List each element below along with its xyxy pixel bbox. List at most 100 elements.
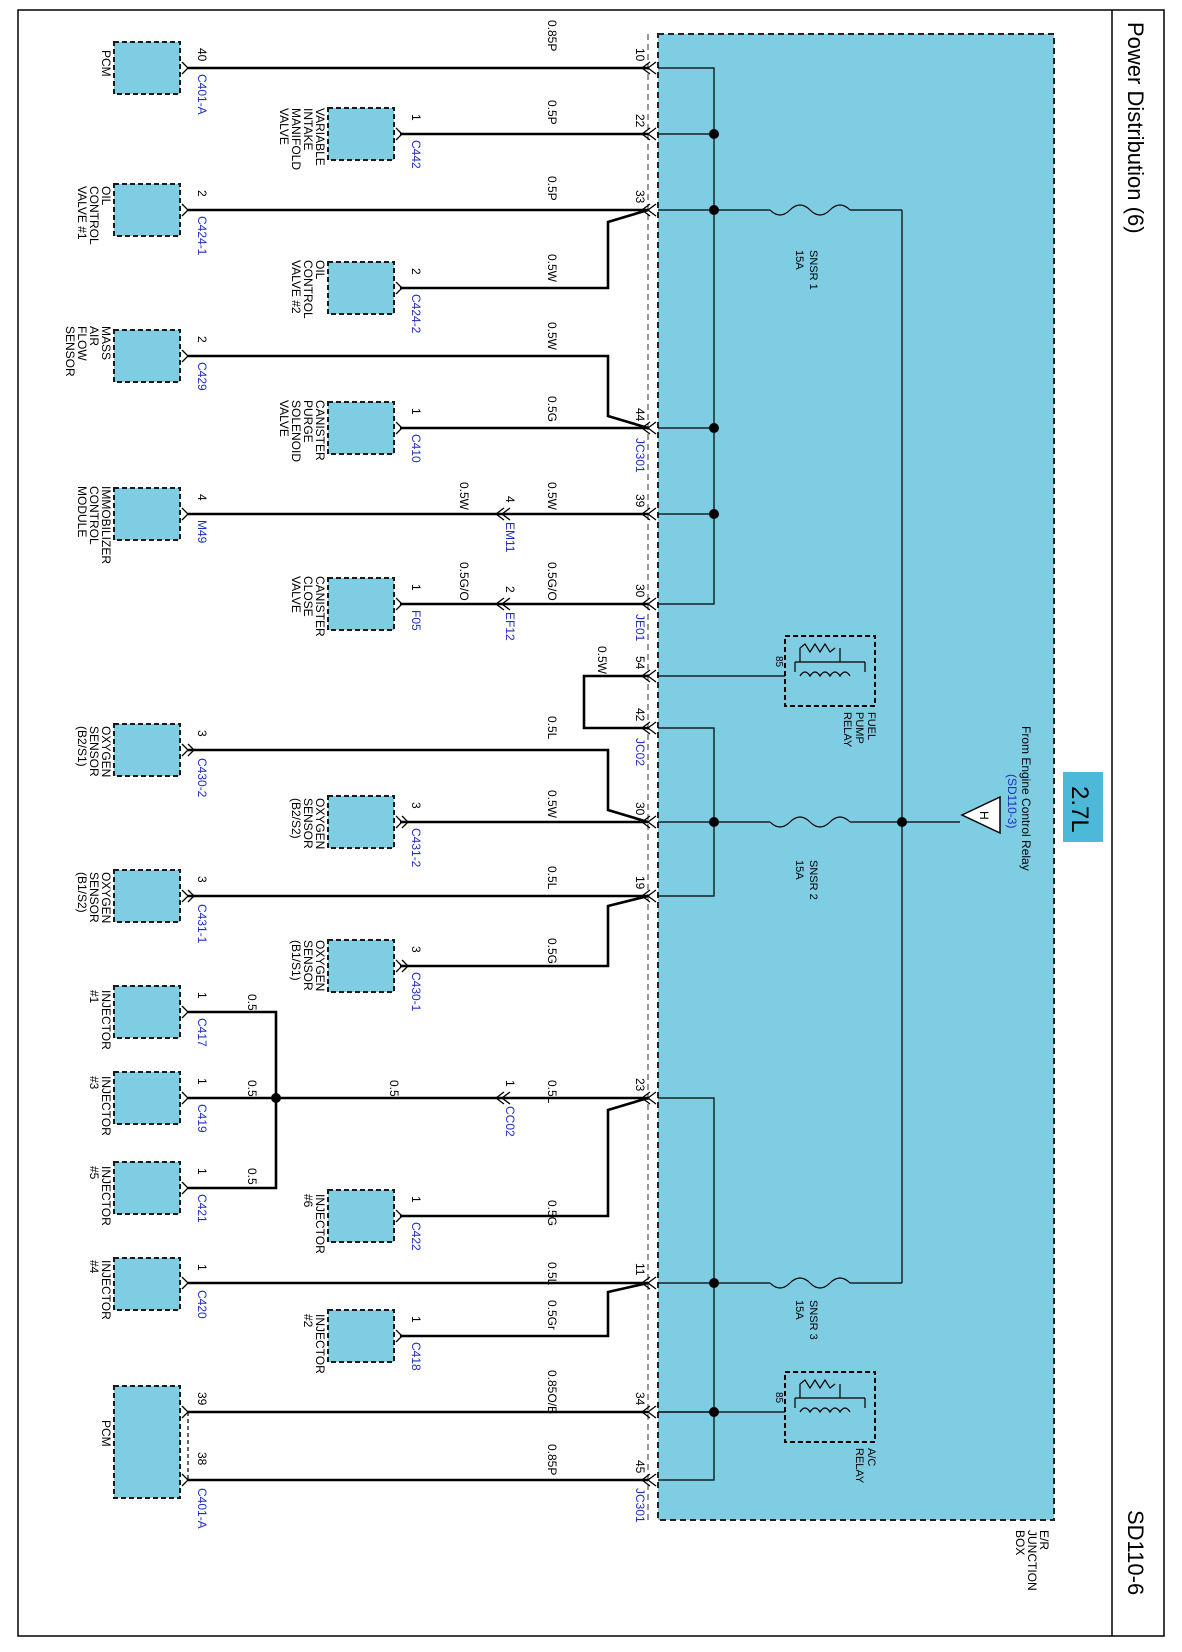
svg-text:0.5L: 0.5L bbox=[545, 716, 559, 740]
svg-text:10: 10 bbox=[633, 48, 647, 62]
svg-text:JC02: JC02 bbox=[633, 738, 647, 766]
svg-text:INJECTOR: INJECTOR bbox=[99, 1076, 113, 1136]
svg-text:#3: #3 bbox=[87, 1076, 101, 1090]
diagram-title: Power Distribution (6) bbox=[1123, 22, 1148, 234]
svg-text:F05: F05 bbox=[409, 610, 423, 631]
source-triangle-icon bbox=[960, 795, 1001, 835]
svg-text:#6: #6 bbox=[301, 1194, 315, 1208]
svg-text:SENSOR: SENSOR bbox=[87, 726, 101, 777]
svg-text:85: 85 bbox=[773, 1392, 784, 1404]
svg-text:19: 19 bbox=[633, 876, 647, 890]
inline-connector-cc02: 1 CC02 bbox=[494, 1080, 517, 1137]
svg-text:FUEL: FUEL bbox=[865, 712, 877, 740]
svg-text:INJECTOR: INJECTOR bbox=[99, 990, 113, 1050]
svg-text:1: 1 bbox=[503, 1080, 517, 1087]
svg-text:(B1/S2): (B1/S2) bbox=[75, 872, 89, 913]
svg-text:OXYGEN: OXYGEN bbox=[313, 798, 327, 849]
component-variable-intake-manifold-valve: VARIABLE INTAKE MANIFOLD VALVE 1 C442 bbox=[277, 107, 423, 170]
svg-text:30: 30 bbox=[633, 802, 647, 816]
svg-text:PUMP: PUMP bbox=[853, 712, 865, 744]
svg-text:SNSR 3: SNSR 3 bbox=[807, 1300, 819, 1340]
svg-text:11: 11 bbox=[633, 1263, 647, 1276]
svg-text:SNSR 2: SNSR 2 bbox=[807, 860, 819, 900]
svg-text:C417: C417 bbox=[195, 1018, 209, 1047]
svg-text:INTAKE: INTAKE bbox=[301, 108, 315, 150]
svg-text:0.5W: 0.5W bbox=[545, 254, 559, 283]
svg-text:VARIABLE: VARIABLE bbox=[313, 108, 327, 166]
svg-text:PCM: PCM bbox=[99, 1420, 113, 1447]
svg-text:39: 39 bbox=[633, 494, 647, 508]
svg-text:INJECTOR: INJECTOR bbox=[313, 1314, 327, 1374]
svg-text:INJECTOR: INJECTOR bbox=[99, 1260, 113, 1320]
svg-text:0.85P: 0.85P bbox=[545, 20, 559, 51]
component-pcm-bottom: PCM 39 38 C401-A bbox=[99, 1385, 209, 1529]
svg-text:C422: C422 bbox=[409, 1222, 423, 1251]
component-canister-close-valve: CANISTER CLOSE VALVE 1 F05 bbox=[289, 576, 423, 637]
svg-text:0.5P: 0.5P bbox=[545, 100, 559, 125]
component-injector-2: INJECTOR #2 1 C418 bbox=[301, 1309, 423, 1374]
svg-text:C424-2: C424-2 bbox=[409, 294, 423, 334]
svg-text:RELAY: RELAY bbox=[853, 1448, 865, 1484]
svg-text:34: 34 bbox=[633, 1392, 647, 1406]
component-injector-1: INJECTOR #1 1 C417 bbox=[87, 985, 209, 1050]
svg-text:MASS: MASS bbox=[99, 326, 113, 360]
svg-text:M49: M49 bbox=[195, 520, 209, 544]
svg-text:1: 1 bbox=[195, 1168, 209, 1175]
svg-text:42: 42 bbox=[633, 708, 647, 722]
svg-text:VALVE #1: VALVE #1 bbox=[75, 186, 89, 240]
svg-text:0.5L: 0.5L bbox=[545, 1080, 559, 1104]
box-connector-chevrons bbox=[640, 61, 657, 1487]
inline-connector-em11: 4 EM11 bbox=[494, 496, 517, 553]
svg-text:#1: #1 bbox=[87, 990, 101, 1004]
svg-text:OXYGEN: OXYGEN bbox=[99, 726, 113, 777]
svg-text:C431-1: C431-1 bbox=[195, 904, 209, 944]
svg-text:C442: C442 bbox=[409, 140, 423, 169]
fuse-snsr3: SNSR 3 15A bbox=[714, 1277, 902, 1340]
svg-text:SENSOR: SENSOR bbox=[87, 872, 101, 923]
svg-text:38: 38 bbox=[195, 1452, 209, 1466]
component-immobilizer-control-module: IMMOBILIZER CONTROL MODULE 4 M49 bbox=[75, 486, 209, 564]
svg-text:OIL: OIL bbox=[313, 260, 327, 280]
svg-text:#4: #4 bbox=[87, 1260, 101, 1274]
svg-text:JC301: JC301 bbox=[633, 1488, 647, 1523]
svg-text:39: 39 bbox=[195, 1392, 209, 1406]
svg-text:0.5: 0.5 bbox=[245, 1080, 259, 1097]
svg-text:SNSR 1: SNSR 1 bbox=[807, 250, 819, 290]
svg-text:H: H bbox=[977, 811, 991, 820]
engine-badge-text: 2.7L bbox=[1066, 786, 1093, 833]
svg-text:2: 2 bbox=[195, 190, 209, 197]
inline-connector-ef12: 2 EF12 bbox=[494, 586, 517, 641]
svg-text:PCM: PCM bbox=[99, 50, 113, 77]
component-pcm-top: PCM 40 C401-A bbox=[99, 41, 209, 115]
svg-text:54: 54 bbox=[633, 656, 647, 670]
svg-text:(B2/S1): (B2/S1) bbox=[75, 726, 89, 767]
svg-text:RELAY: RELAY bbox=[841, 712, 853, 748]
svg-text:EM11: EM11 bbox=[503, 522, 517, 553]
svg-text:CLOSE: CLOSE bbox=[301, 576, 315, 617]
svg-text:30: 30 bbox=[633, 584, 647, 598]
svg-text:15A: 15A bbox=[793, 1300, 805, 1320]
svg-text:C418: C418 bbox=[409, 1342, 423, 1371]
svg-text:VALVE: VALVE bbox=[289, 576, 303, 613]
svg-text:2: 2 bbox=[503, 586, 517, 593]
svg-text:VALVE: VALVE bbox=[277, 108, 291, 145]
junction-box bbox=[657, 33, 1055, 1521]
wire-labels: 0.85P 0.5P 0.5P 0.5W 0.5W 0.5G 0.5W 0.5W… bbox=[245, 20, 609, 1475]
svg-text:0.5L: 0.5L bbox=[545, 1262, 559, 1286]
svg-text:0.5: 0.5 bbox=[387, 1080, 401, 1097]
svg-text:MANIFOLD: MANIFOLD bbox=[289, 108, 303, 170]
svg-text:44: 44 bbox=[633, 408, 647, 422]
svg-text:A/C: A/C bbox=[865, 1448, 877, 1466]
svg-text:1: 1 bbox=[409, 1316, 423, 1323]
svg-text:OXYGEN: OXYGEN bbox=[313, 940, 327, 991]
svg-text:OIL: OIL bbox=[99, 186, 113, 206]
svg-text:1: 1 bbox=[195, 1264, 209, 1271]
svg-text:4: 4 bbox=[503, 496, 517, 503]
svg-text:0.5Gr: 0.5Gr bbox=[545, 1300, 559, 1330]
svg-text:PURGE: PURGE bbox=[301, 400, 315, 443]
svg-text:0.5G/O: 0.5G/O bbox=[545, 562, 559, 601]
svg-text:15A: 15A bbox=[793, 860, 805, 880]
svg-text:CANISTER: CANISTER bbox=[313, 400, 327, 461]
svg-text:C420: C420 bbox=[195, 1290, 209, 1319]
svg-text:1: 1 bbox=[195, 1078, 209, 1085]
